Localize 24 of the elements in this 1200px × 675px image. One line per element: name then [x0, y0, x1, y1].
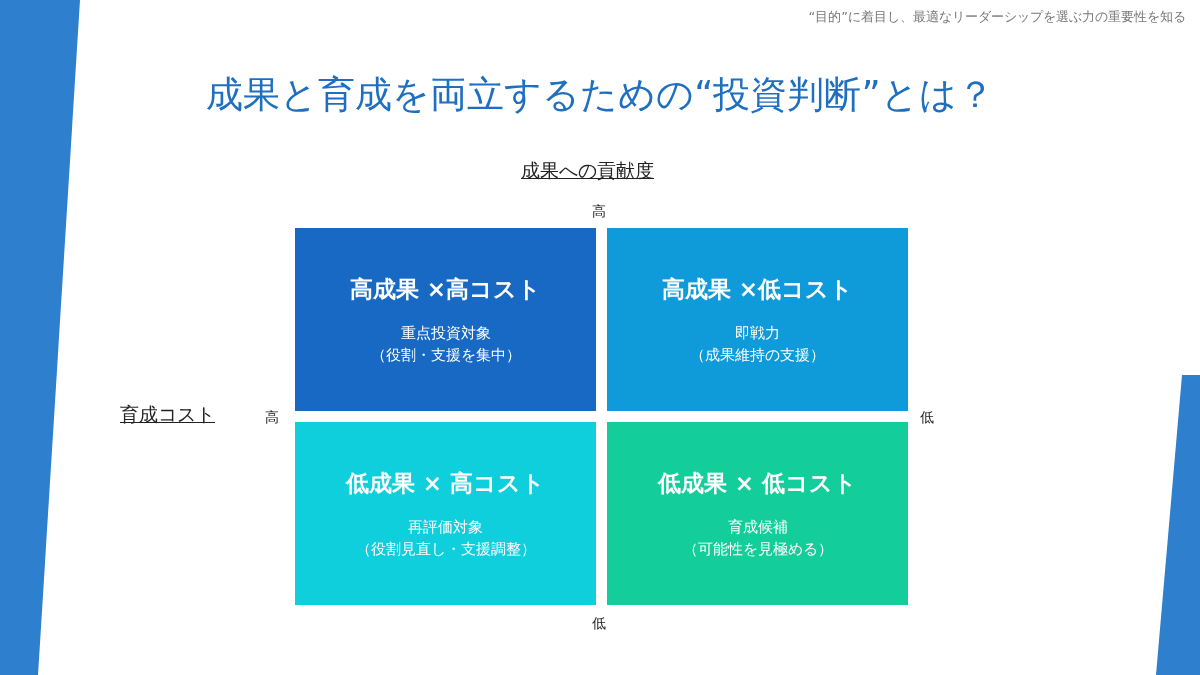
- quadrant-title: 高成果 ×低コスト: [661, 275, 854, 304]
- axis-end-label: 低: [920, 409, 934, 427]
- quadrant-title: 高成果 ×高コスト: [349, 275, 542, 304]
- quadrant-description: （可能性を見極める）: [682, 540, 833, 559]
- quadrant-title: 低成果 × 低コスト: [657, 469, 858, 498]
- quadrant-box: [295, 422, 596, 605]
- quadrant-description: 再評価対象: [408, 518, 483, 537]
- axis-end-label: 高: [265, 409, 279, 427]
- axis-end-label: 低: [592, 615, 606, 633]
- slide-title: 成果と育成を両立するための“投資判断”とは？: [206, 72, 994, 118]
- axis-end-label: 高: [592, 203, 606, 221]
- quadrant-box: [295, 228, 596, 411]
- quadrant-box: [607, 422, 908, 605]
- quadrant-description: （成果維持の支援）: [690, 346, 825, 365]
- axis-title: 育成コスト: [120, 402, 215, 427]
- quadrant-description: （役割・支援を集中）: [370, 346, 521, 365]
- quadrant-box: [607, 228, 908, 411]
- quadrant-description: 育成候補: [727, 518, 788, 537]
- axis-title: 成果への貢献度: [521, 158, 654, 183]
- quadrant-title: 低成果 × 高コスト: [345, 469, 546, 498]
- header-text: “目的”に着目し、最適なリーダーシップを選ぶ力の重要性を知る: [808, 8, 1186, 26]
- quadrant-description: 即戦力: [735, 324, 780, 343]
- quadrant-description: （役割見直し・支援調整）: [355, 540, 536, 559]
- quadrant-description: 重点投資対象: [400, 324, 491, 343]
